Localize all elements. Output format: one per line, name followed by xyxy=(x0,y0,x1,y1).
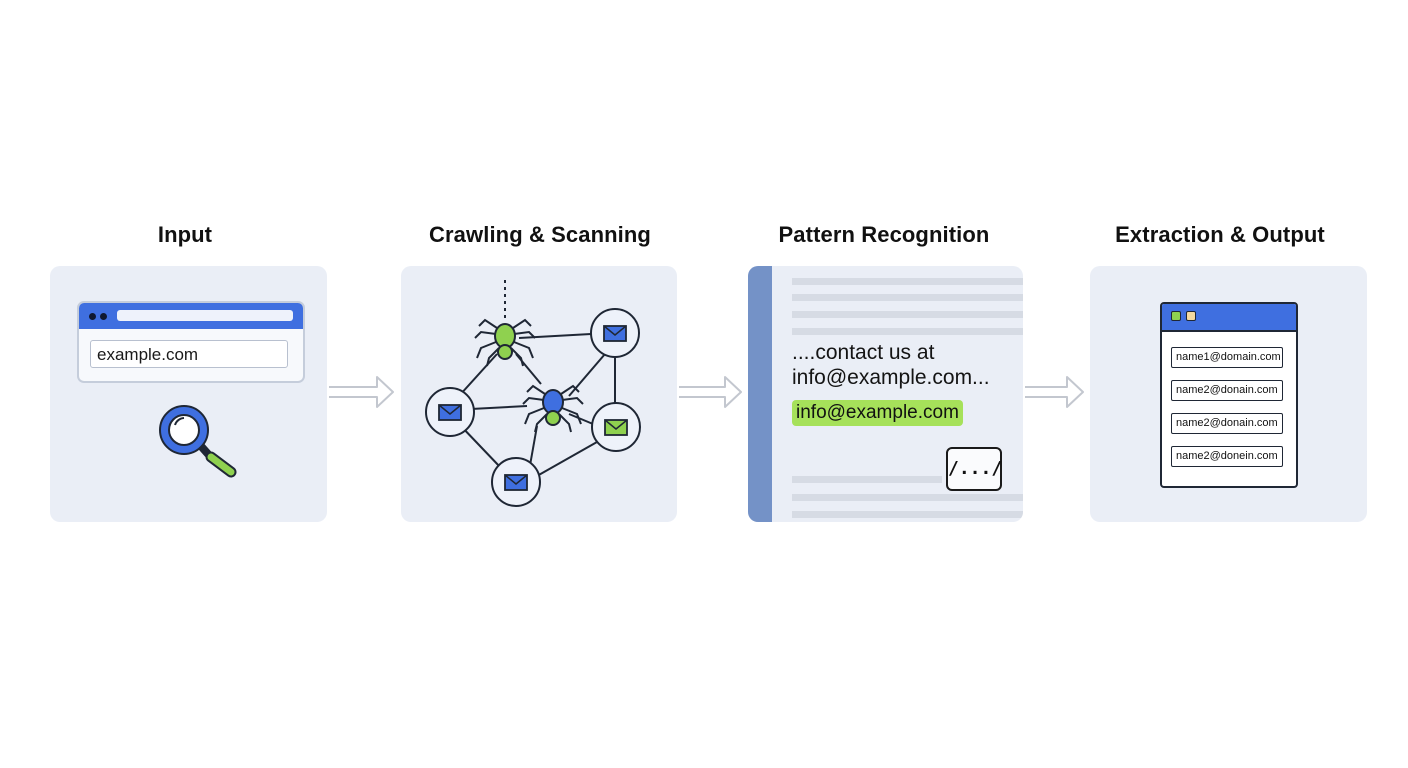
extracted-email-row: name2@donain.com xyxy=(1171,413,1283,434)
network-edge xyxy=(458,423,502,469)
network-edge xyxy=(458,353,498,397)
browser-titlebar xyxy=(79,303,303,329)
stage-title-input: Input xyxy=(157,222,213,247)
address-bar xyxy=(117,310,293,321)
email-node-icon xyxy=(591,402,641,452)
output-window-titlebar xyxy=(1162,304,1296,332)
network-edge xyxy=(568,413,594,425)
network-edge xyxy=(568,353,606,397)
text-line-placeholder xyxy=(792,511,1023,518)
text-line-placeholder xyxy=(792,294,1023,301)
regex-icon: /.../ xyxy=(946,447,1002,491)
window-dot xyxy=(89,313,96,320)
extracted-email-row: name2@donain.com xyxy=(1171,380,1283,401)
network-edge xyxy=(515,353,542,385)
text-line-placeholder xyxy=(792,494,1023,501)
spider-icon xyxy=(474,318,536,367)
highlighted-email-match: info@example.com xyxy=(792,400,963,426)
url-input[interactable]: example.com xyxy=(90,340,288,368)
text-line-placeholder xyxy=(792,476,942,483)
flow-arrow xyxy=(329,376,394,408)
network-edge xyxy=(470,405,528,410)
window-dot xyxy=(100,313,107,320)
network-edge xyxy=(536,441,598,477)
document-text-line: ....contact us at xyxy=(792,341,935,364)
email-node-icon xyxy=(491,457,541,507)
window-dot xyxy=(1186,311,1196,321)
extracted-email-row: name2@donein.com xyxy=(1171,446,1283,467)
spider-icon xyxy=(522,384,584,433)
text-line-placeholder xyxy=(792,278,1023,285)
flow-arrow xyxy=(1025,376,1084,408)
input-panel: example.com xyxy=(50,266,327,522)
document-text-line: info@example.com... xyxy=(792,366,990,389)
window-dot xyxy=(1171,311,1181,321)
magnifier-icon xyxy=(159,405,237,478)
network-edge xyxy=(518,333,592,339)
stage-title-crawling: Crawling & Scanning xyxy=(429,222,651,247)
document-sidebar xyxy=(748,266,772,522)
email-node-icon xyxy=(425,387,475,437)
output-window: name1@domain.com name2@donain.com name2@… xyxy=(1160,302,1298,488)
stage-title-extraction: Extraction & Output xyxy=(1115,222,1325,247)
pattern-panel: ....contact us at info@example.com... in… xyxy=(748,266,1023,522)
output-panel: name1@domain.com name2@donain.com name2@… xyxy=(1090,266,1367,522)
extracted-email-row: name1@domain.com xyxy=(1171,347,1283,368)
stage-title-pattern: Pattern Recognition xyxy=(778,222,990,247)
crawling-panel xyxy=(401,266,677,522)
crawl-network-graph xyxy=(425,280,641,507)
text-line-placeholder xyxy=(792,311,1023,318)
flow-arrow xyxy=(679,376,742,408)
browser-window: example.com xyxy=(77,301,305,383)
email-node-icon xyxy=(590,308,640,358)
text-line-placeholder xyxy=(792,328,1023,335)
